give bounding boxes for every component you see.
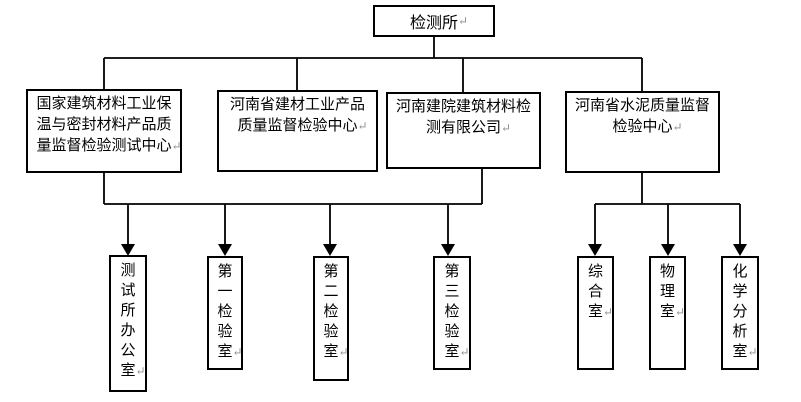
node-label-line: 测有限公司↵ <box>425 120 512 136</box>
node-label-line: 温与密封材料产品质 <box>36 117 172 133</box>
room-label: 物 理 室 <box>659 264 675 320</box>
arrow-down-icon <box>661 244 675 256</box>
node-label-line: 河南省建材工业产品 <box>229 97 365 113</box>
node-label-line: 国家建筑材料工业保 <box>36 96 172 112</box>
room-label: 第 二 检 验 室 <box>323 264 339 360</box>
arrow-down-icon <box>441 244 455 256</box>
node-henan-building-materials-products-center: 河南省建材工业产品 质量监督检验中心↵ <box>217 90 378 172</box>
room-label: 第 一 检 验 室 <box>217 264 233 360</box>
node-lab-2: 第 二 检 验 室↵ <box>313 256 349 381</box>
tree-connectors <box>103 37 741 245</box>
node-henan-cement-supervision-center: 河南省水泥质量监督 检验中心↵ <box>565 91 720 173</box>
arrow-down-icon <box>323 244 337 256</box>
arrow-down-icon <box>588 244 602 256</box>
node-physics-room: 物 理 室↵ <box>649 256 686 370</box>
arrow-down-icons <box>121 244 747 256</box>
node-office: 测 试 所 办 公 室↵ <box>109 255 147 392</box>
node-label-line: 河南建院建筑材料检 <box>395 99 531 115</box>
room-label: 综 合 室 <box>587 264 603 320</box>
node-label: 检测所 <box>409 15 458 32</box>
arrow-down-icon <box>121 244 135 256</box>
node-general-room: 综 合 室↵ <box>577 256 614 370</box>
node-lab-3: 第 三 检 验 室↵ <box>433 256 471 370</box>
node-label-line: 量监督检验测试中心↵ <box>36 138 182 154</box>
room-label: 测 试 所 办 公 室 <box>120 263 136 379</box>
node-label-line: 质量监督检验中心↵ <box>237 118 368 134</box>
node-testing-institute: 检测所↵ <box>373 5 495 37</box>
room-label: 化 学 分 析 室 <box>732 264 748 360</box>
arrow-down-icon <box>733 244 747 256</box>
arrow-down-icon <box>218 244 232 256</box>
room-label: 第 三 检 验 室 <box>444 264 460 360</box>
node-national-building-materials-center: 国家建筑材料工业保 温与密封材料产品质 量监督检验测试中心↵ <box>26 89 182 173</box>
node-chemical-analysis-room: 化 学 分 析 室↵ <box>721 256 759 370</box>
node-label-line: 河南省水泥质量监督 <box>574 98 710 114</box>
node-label-line: 检验中心↵ <box>612 119 683 135</box>
node-henan-jianyuan-testing-company: 河南建院建筑材料检 测有限公司↵ <box>386 92 541 169</box>
node-lab-1: 第 一 检 验 室↵ <box>207 256 243 370</box>
